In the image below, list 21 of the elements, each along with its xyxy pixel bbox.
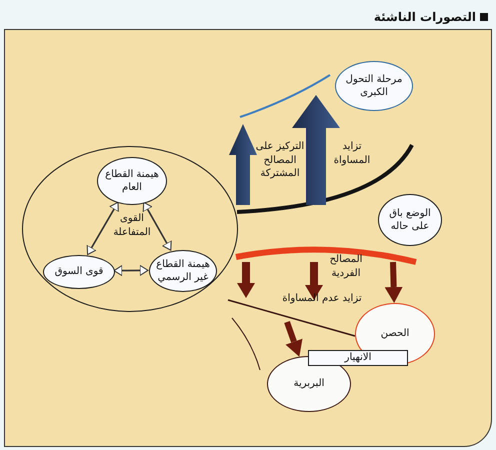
node-label: الحصن <box>380 327 410 341</box>
node-label: الانهيار <box>343 351 372 365</box>
double-arrow <box>114 264 148 276</box>
group-ellipse <box>22 146 238 312</box>
double-arrow <box>142 202 172 251</box>
node-label: مرحلة التحول الكبرى <box>344 72 404 100</box>
node-label: البربرية <box>292 377 326 391</box>
annotation-text: تزايد المساواة <box>332 140 372 167</box>
label-box <box>308 350 408 366</box>
annotation-text: القوى المتفاعلة <box>112 212 152 239</box>
annotation-text: تزايد عدم المساواة <box>281 292 363 306</box>
double-arrow <box>86 202 119 256</box>
annotation-text: المصالح الفردية <box>328 253 364 280</box>
node-label: قوى السوق <box>54 265 104 279</box>
down-arrow <box>284 321 302 357</box>
title: التصورات الناشئة <box>374 9 476 26</box>
annotation-text: التركيز على المصالح المشتركة <box>254 140 306 180</box>
node-label: الوضع باق على حاله <box>388 206 432 234</box>
node-label: هيمنة القطاع غير الرسمي <box>155 258 211 284</box>
down-arrow <box>384 262 403 303</box>
node-label: هيمنة القطاع العام <box>104 168 160 194</box>
